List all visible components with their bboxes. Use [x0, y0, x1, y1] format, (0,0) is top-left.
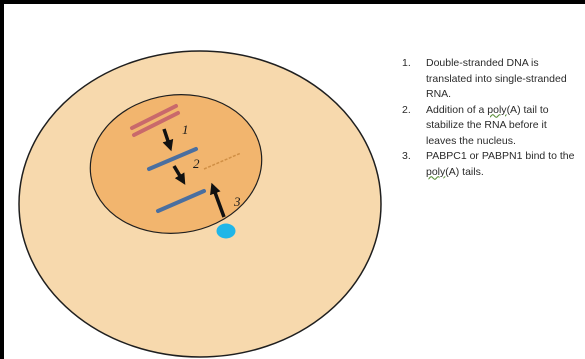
step-label-3: 3 [233, 194, 241, 209]
step-label-2: 2 [193, 156, 200, 171]
legend-text: Double-stranded DNA is translated into s… [426, 57, 567, 100]
legend-number: 1. [402, 56, 411, 72]
pabp-protein [217, 224, 236, 239]
legend-text-after: (A) tails. [445, 166, 484, 178]
legend-number: 3. [402, 149, 411, 165]
legend-text-before: Addition of a [426, 104, 487, 116]
legend-text-underlined: poly [487, 104, 506, 116]
steps-legend: 1. Double-stranded DNA is translated int… [396, 56, 576, 180]
legend-text-underlined: poly [426, 166, 445, 178]
legend-item-2: 2. Addition of a poly(A) tail to stabili… [396, 103, 576, 150]
legend-item-1: 1. Double-stranded DNA is translated int… [396, 56, 576, 103]
step-label-1: 1 [182, 122, 189, 137]
legend-number: 2. [402, 103, 411, 119]
legend-text-before: PABPC1 or PABPN1 bind to the [426, 150, 574, 162]
legend-item-3: 3. PABPC1 or PABPN1 bind to the poly(A) … [396, 149, 576, 180]
